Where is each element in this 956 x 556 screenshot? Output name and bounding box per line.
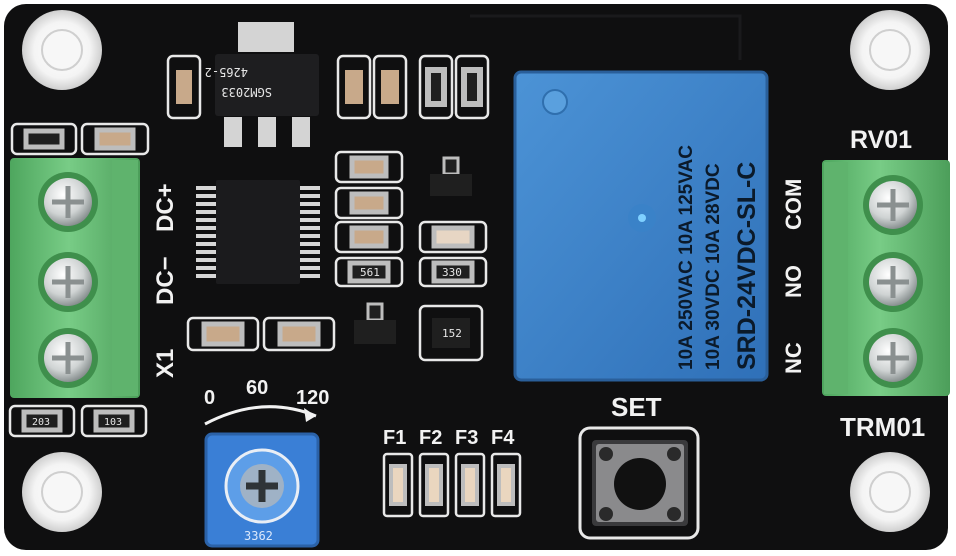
led-f4 <box>490 452 522 518</box>
led-f1 <box>382 452 414 518</box>
smd-components <box>8 54 490 438</box>
label-f3: F3 <box>455 427 478 449</box>
relay: 10A 250VAC 10A 125VAC 10A 30VDC 10A 28VD… <box>513 70 769 382</box>
label-rv01: RV01 <box>850 126 912 154</box>
resistor-marking-103: 103 <box>104 417 122 428</box>
led-f3 <box>454 452 486 518</box>
dial-label-120: 120 <box>296 387 329 409</box>
microcontroller-chip <box>196 180 320 284</box>
pot-marking: 3362 <box>244 529 273 543</box>
label-f4: F4 <box>491 427 515 449</box>
resistor-marking-152: 152 <box>442 327 462 340</box>
led-f2 <box>418 452 450 518</box>
screw-icon <box>863 175 923 235</box>
relay-rating-line-1: 10A 250VAC 10A 125VAC <box>676 145 697 370</box>
screw-icon <box>38 252 98 312</box>
label-dc-plus: DC+ <box>152 183 179 232</box>
label-set: SET <box>611 392 662 422</box>
smd-bodies <box>21 67 483 433</box>
dial-label-60: 60 <box>246 377 268 399</box>
screw-icon <box>863 328 923 388</box>
potentiometer-trimmer[interactable]: 3362 <box>204 432 320 548</box>
adjust-cross-icon <box>246 470 278 502</box>
voltage-regulator: 4265-2 SGM2033 <box>205 22 319 147</box>
mounting-hole-top-left <box>22 10 102 90</box>
mounting-hole-bottom-left <box>22 452 102 532</box>
label-x1: X1 <box>152 349 179 378</box>
set-button[interactable] <box>578 426 700 540</box>
relay-model: SRD-24VDC-SL-C <box>733 162 761 370</box>
label-dc-minus: DC− <box>152 256 179 305</box>
label-f1: F1 <box>383 427 406 449</box>
screw-icon <box>38 172 98 232</box>
relay-rating-line-2: 10A 30VDC 10A 28VDC <box>703 163 724 370</box>
right-screw-terminal <box>822 160 950 396</box>
left-screw-terminal <box>10 158 140 398</box>
label-f2: F2 <box>419 427 442 449</box>
screw-icon <box>863 252 923 312</box>
screw-icon <box>38 328 98 388</box>
label-trm01: TRM01 <box>840 412 925 442</box>
resistor-marking-330: 330 <box>442 266 462 279</box>
mounting-hole-top-right <box>850 10 930 90</box>
regulator-marking: 4265-2 <box>205 65 248 79</box>
label-com: COM <box>781 179 806 230</box>
label-no: NO <box>781 265 806 298</box>
mounting-hole-bottom-right <box>850 452 930 532</box>
resistor-marking-561: 561 <box>360 266 380 279</box>
regulator-marking-2: SGM2033 <box>221 85 272 99</box>
label-nc: NC <box>781 342 806 374</box>
dial-arrow-icon <box>204 405 317 426</box>
resistor-marking-203: 203 <box>32 417 50 428</box>
dial-label-0: 0 <box>204 387 215 409</box>
